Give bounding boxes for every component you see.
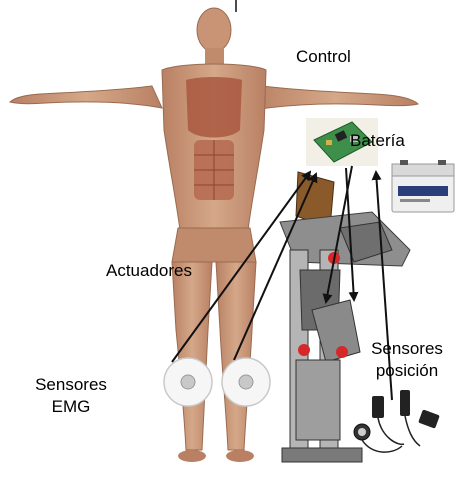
label-actuadores: Actuadores bbox=[106, 260, 192, 282]
label-control: Control bbox=[296, 46, 351, 68]
emg-electrode-left bbox=[164, 358, 212, 406]
label-bateria: Batería bbox=[350, 130, 405, 152]
emg-electrode-right bbox=[222, 358, 270, 406]
position-sensors-image bbox=[354, 390, 440, 452]
label-sensores-posicion: Sensores posición bbox=[362, 338, 452, 382]
battery-image bbox=[392, 160, 454, 212]
exoskeleton-image bbox=[280, 172, 410, 462]
label-sensores-emg: Sensores EMG bbox=[26, 374, 116, 418]
